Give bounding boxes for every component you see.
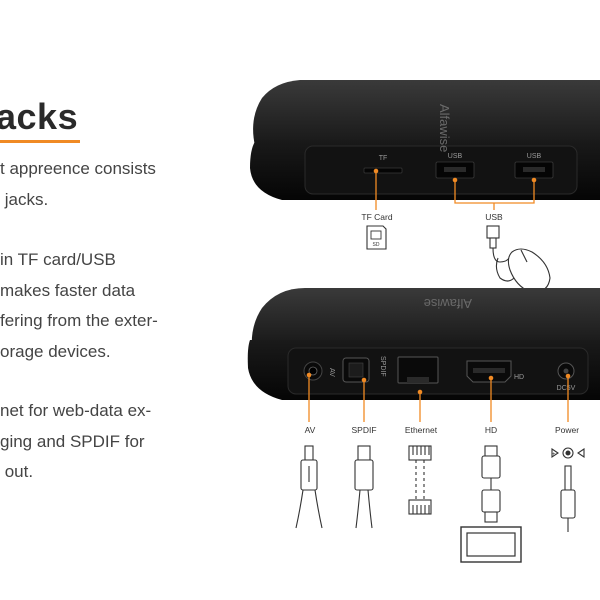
usb-port-text-1: USB <box>448 153 463 160</box>
power-cable-icon: + <box>551 447 585 532</box>
spdif-label: SPDIF <box>351 425 376 435</box>
spdif-cable-icon <box>354 445 374 529</box>
tf-card-label: TF Card <box>361 212 392 222</box>
svg-text:SD: SD <box>373 242 380 248</box>
hdmi-cable-icon <box>481 445 501 523</box>
usb-label: USB <box>485 212 503 222</box>
svg-text:+: + <box>552 452 556 458</box>
tv-icon <box>460 526 522 563</box>
title-underline <box>0 140 80 143</box>
device-side-view: Alfawise TF USB USB TF Card USB SD <box>250 80 600 293</box>
power-port-text: DC5V <box>557 385 576 392</box>
tf-card-slot <box>363 167 403 174</box>
power-label: Power <box>555 425 579 435</box>
section-title: acks <box>0 96 79 137</box>
spdif-port-text: SPDIF <box>379 356 386 377</box>
hd-port-text: HD <box>514 374 524 381</box>
sd-card-icon: SD <box>366 225 387 250</box>
hd-label: HD <box>485 425 497 435</box>
av-label: AV <box>305 425 316 435</box>
device-brand-logo-2: Alfawise <box>424 296 472 311</box>
usb-mouse-icon <box>486 225 551 293</box>
description-paragraph-2: in TF card/USB makes faster data fering … <box>0 250 158 361</box>
av-port-text: AV <box>328 368 335 377</box>
device-brand-logo: Alfawise <box>437 104 452 152</box>
usb-port-text-2: USB <box>527 153 542 160</box>
device-rear-view: Alfawise AV SPDIF HD DC5V AV SPDIF Ethe <box>247 288 600 435</box>
description-paragraph-1: t appreence consists jacks. <box>0 159 156 209</box>
av-cable-icon <box>295 445 323 529</box>
ethernet-cable-icon <box>408 445 432 515</box>
ethernet-label: Ethernet <box>405 425 438 435</box>
tf-port-text: TF <box>379 155 388 162</box>
description-paragraph-3: net for web-data ex- ging and SPDIF for … <box>0 401 152 481</box>
